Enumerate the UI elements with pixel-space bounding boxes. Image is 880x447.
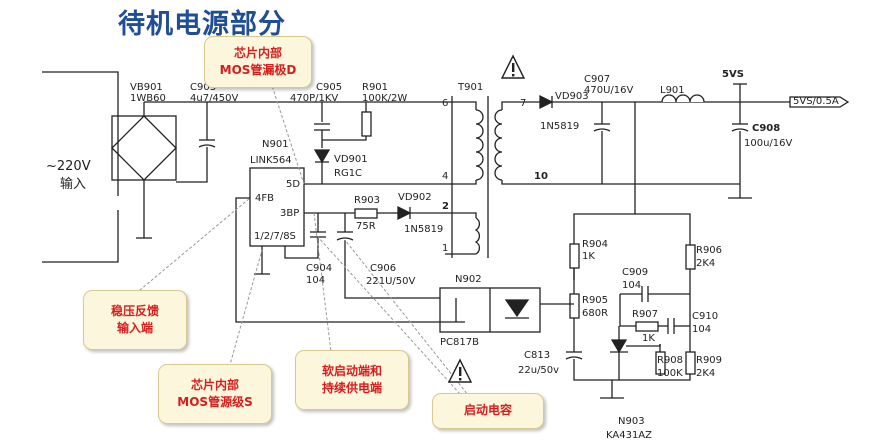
label-c910: C910 — [692, 311, 719, 322]
label-c908-value: 100u/16V — [744, 138, 793, 149]
primary-winding — [475, 109, 484, 181]
label-r908: R908 — [657, 355, 684, 366]
label-n903: N903 — [618, 416, 645, 427]
label-r909-value: 2K4 — [696, 368, 716, 379]
label-c907-value: 470U/16V — [584, 85, 634, 96]
callout-source-line2: MOS管源级S — [177, 395, 253, 409]
label-pin-5d: 5D — [286, 179, 301, 190]
label-c906: C906 — [370, 263, 397, 274]
label-pin-3bp: 3BP — [280, 208, 300, 219]
label-n901: N901 — [262, 139, 289, 150]
page-title: 待机电源部分 — [118, 9, 286, 40]
callout-drain: 芯片内部 MOS管漏极D — [204, 36, 312, 88]
label-pc817b: PC817B — [440, 337, 479, 348]
label-r904: R904 — [582, 239, 609, 250]
callout-softstart-line2: 持续供电端 — [321, 381, 382, 395]
label-c909-value: 104 — [622, 280, 642, 291]
callout-softstart-line1: 软启动端和 — [321, 363, 382, 378]
label-c905: C905 — [316, 82, 343, 93]
label-vb901-value: 1WB60 — [130, 93, 166, 104]
callout-source-line1: 芯片内部 — [190, 377, 239, 392]
label-c813: C813 — [524, 350, 551, 361]
label-vb901: VB901 — [130, 82, 163, 93]
label-pin1: 1 — [442, 243, 449, 254]
label-ka431az: KA431AZ — [606, 430, 653, 441]
label-r901: R901 — [362, 82, 389, 93]
label-c904: C904 — [306, 263, 333, 274]
label-vd901: VD901 — [334, 154, 368, 165]
label-5vs: 5VS — [722, 69, 744, 80]
label-c907: C907 — [584, 74, 611, 85]
l901-coil — [661, 94, 705, 103]
label-pin2: 2 — [442, 201, 449, 212]
label-c910-value: 104 — [692, 324, 712, 335]
label-r905-value: 680R — [582, 308, 609, 319]
label-vd902-value: 1N5819 — [404, 224, 444, 235]
label-c905-value: 470P/1KV — [290, 93, 339, 104]
label-t901: T901 — [458, 82, 484, 93]
label-r901-value: 100K/2W — [362, 93, 408, 104]
label-pin10: 10 — [534, 171, 548, 182]
label-5vs-output: 5VS/0.5A — [793, 96, 839, 107]
label-r903: R903 — [354, 195, 381, 206]
callout-drain-line2: MOS管漏极D — [219, 63, 297, 77]
label-pin-4fb: 4FB — [255, 193, 274, 204]
callout-startcap-text: 启动电容 — [463, 403, 512, 418]
label-link564: LINK564 — [250, 155, 292, 166]
label-r905: R905 — [582, 295, 609, 306]
label-r909: R909 — [696, 355, 723, 366]
label-c909: C909 — [622, 267, 649, 278]
fb-wire — [235, 197, 465, 323]
label-r906-value: 2K4 — [696, 258, 716, 269]
label-pin-1278s: 1/2/7/8S — [254, 231, 296, 242]
secondary-return — [501, 180, 740, 185]
callout-source: 芯片内部 MOS管源级S — [158, 364, 272, 424]
label-pin6: 6 — [442, 98, 449, 109]
label-c813-value: 22u/50v — [518, 365, 560, 376]
label-n902: N902 — [455, 274, 482, 285]
n901-box — [249, 167, 305, 247]
callout-drain-line1: 芯片内部 — [233, 45, 282, 60]
secondary-winding — [494, 109, 503, 181]
label-r907-value: 1K — [642, 333, 655, 344]
label-l901: L901 — [660, 85, 685, 96]
label-ac-input: ~220V — [46, 159, 91, 174]
label-r908-value: 100K — [657, 368, 683, 379]
label-r906: R906 — [696, 245, 723, 256]
label-c903: C903 — [190, 82, 217, 93]
label-c903-value: 4u7/450V — [190, 93, 239, 104]
label-c908: C908 — [752, 123, 781, 134]
callout-softstart: 软启动端和 持续供电端 — [295, 350, 409, 410]
callout-feedback: 稳压反馈 输入端 — [83, 290, 187, 350]
label-r907: R907 — [632, 309, 659, 320]
callout-feedback-line2: 输入端 — [116, 321, 153, 335]
label-vd903-value: 1N5819 — [540, 121, 580, 132]
callout-feedback-line1: 稳压反馈 — [110, 303, 159, 318]
label-vd901-value: RG1C — [334, 168, 363, 179]
label-pin7: 7 — [520, 98, 527, 109]
callout-startcap: 启动电容 — [432, 393, 544, 429]
label-c904-value: 104 — [306, 275, 326, 286]
aux-winding — [474, 217, 480, 255]
label-r904-value: 1K — [582, 251, 595, 262]
ac-input-wire-bottom — [42, 210, 119, 263]
label-c906-value: 221U/50V — [366, 276, 416, 287]
label-ac-input-2: 输入 — [60, 177, 87, 192]
label-pin4: 4 — [442, 171, 449, 182]
label-vd903: VD903 — [555, 91, 589, 102]
label-r903-value: 75R — [356, 221, 376, 232]
label-vd902: VD902 — [398, 192, 432, 203]
